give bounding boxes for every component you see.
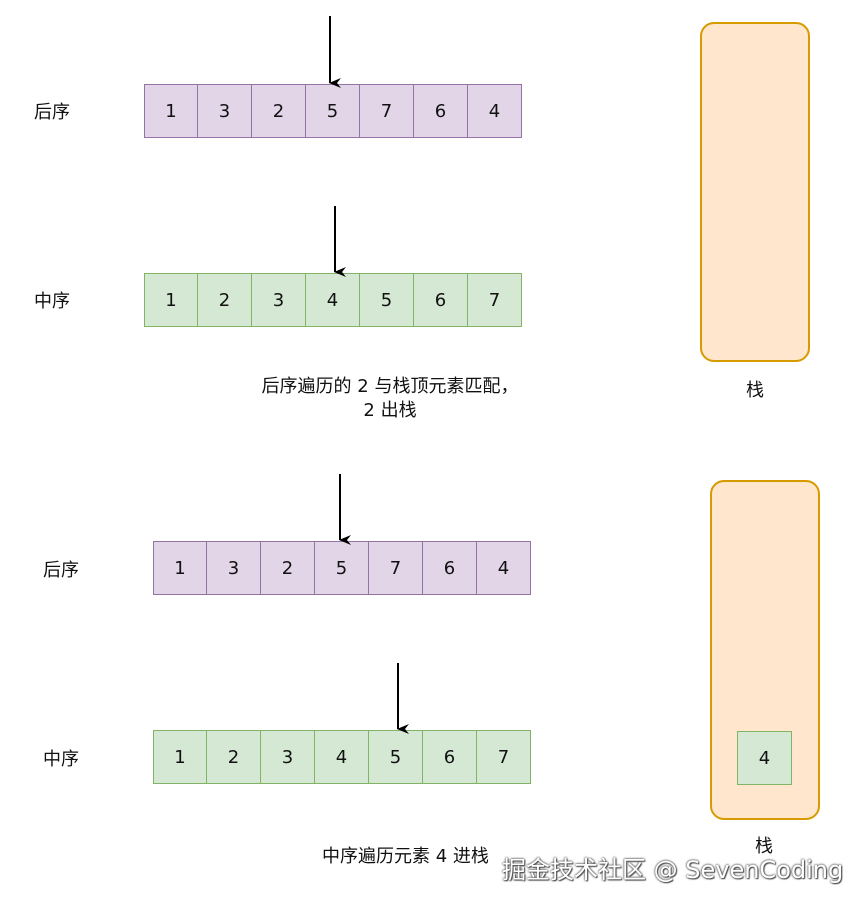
caption-1: 后序遍历的 2 与栈顶元素匹配， 2 出栈 bbox=[240, 375, 540, 423]
array-cell: 6 bbox=[422, 541, 477, 595]
postorder-label-1: 后序 bbox=[34, 102, 70, 123]
array-cell: 7 bbox=[359, 84, 414, 138]
array-cell: 1 bbox=[153, 541, 207, 595]
array-cell: 7 bbox=[368, 541, 423, 595]
array-cell: 4 bbox=[305, 273, 360, 327]
caption-1-line1: 后序遍历的 2 与栈顶元素匹配， bbox=[261, 376, 519, 397]
inorder-label-2: 中序 bbox=[43, 749, 79, 770]
array-cell: 2 bbox=[197, 273, 252, 327]
inorder-label-1: 中序 bbox=[34, 291, 70, 312]
array-cell: 5 bbox=[314, 541, 369, 595]
array-cell: 3 bbox=[206, 541, 261, 595]
array-cell: 4 bbox=[476, 541, 531, 595]
array-cell: 3 bbox=[251, 273, 306, 327]
postorder-label-2: 后序 bbox=[43, 560, 79, 581]
array-cell: 1 bbox=[144, 273, 198, 327]
watermark: 掘金技术社区 @ SevenCoding bbox=[502, 856, 844, 884]
array-cell: 2 bbox=[260, 541, 315, 595]
array-cell: 6 bbox=[413, 273, 468, 327]
array-cell: 7 bbox=[467, 273, 522, 327]
stack-label-2: 栈 bbox=[755, 836, 773, 857]
caption-2: 中序遍历元素 4 进栈 bbox=[322, 846, 489, 867]
array-cell: 1 bbox=[153, 730, 207, 784]
array-cell: 4 bbox=[467, 84, 522, 138]
stack-label-1: 栈 bbox=[746, 380, 764, 401]
array-cell: 6 bbox=[413, 84, 468, 138]
stack-box-1 bbox=[700, 22, 810, 362]
array-cell: 5 bbox=[305, 84, 360, 138]
array-cell: 7 bbox=[476, 730, 531, 784]
array-cell: 5 bbox=[368, 730, 423, 784]
array-cell: 2 bbox=[251, 84, 306, 138]
caption-1-line2: 2 出栈 bbox=[363, 400, 417, 421]
array-cell: 2 bbox=[206, 730, 261, 784]
stack-item: 4 bbox=[737, 731, 792, 785]
